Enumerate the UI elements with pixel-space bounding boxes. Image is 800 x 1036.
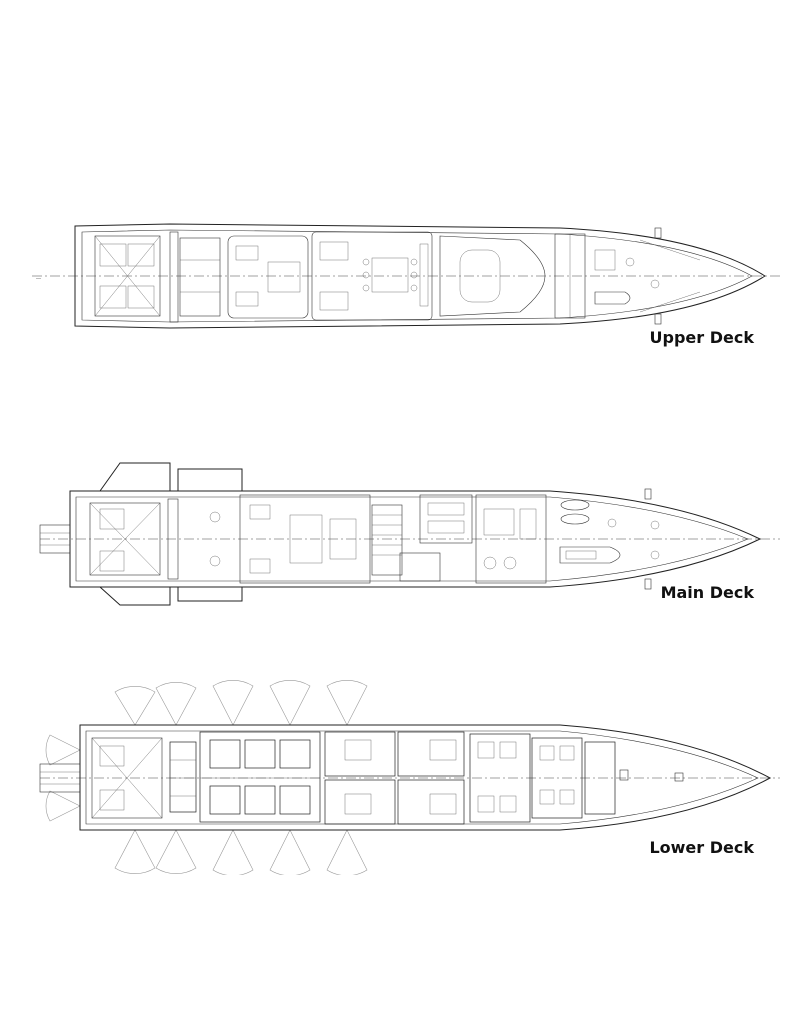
main-deck-drawing bbox=[39, 462, 780, 606]
main-deck-plan: Main Deck bbox=[0, 455, 800, 620]
upper-deck-label: Upper Deck bbox=[649, 328, 754, 347]
svg-text:—: — bbox=[36, 276, 41, 282]
lower-deck-drawing bbox=[39, 680, 780, 875]
upper-deck-drawing: — bbox=[32, 223, 780, 329]
lower-deck-label: Lower Deck bbox=[649, 838, 754, 857]
lower-deck-plan: Lower Deck bbox=[0, 680, 800, 875]
upper-deck-plan: — Upper Deck bbox=[0, 200, 800, 360]
main-deck-label: Main Deck bbox=[660, 583, 754, 602]
